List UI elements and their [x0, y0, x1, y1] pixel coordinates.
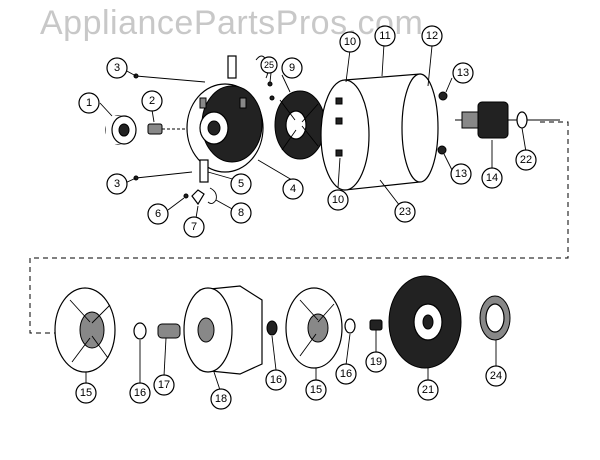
- part-24-gasket: [479, 295, 511, 341]
- callout-label: 19: [370, 356, 382, 368]
- callout-2: 2: [141, 90, 163, 112]
- callout-label: 13: [455, 168, 467, 180]
- callout-10-top: 10: [339, 31, 361, 53]
- callout-label: 14: [486, 172, 498, 184]
- part-9-fan: [274, 90, 326, 160]
- part-19-nut: [369, 319, 383, 331]
- callout-label: 24: [490, 370, 502, 382]
- assembly-path-line: [29, 121, 569, 334]
- callout-label: 1: [86, 97, 92, 109]
- callout-label: 22: [520, 154, 532, 166]
- callout-11: 11: [374, 25, 396, 47]
- callout-13-top: 13: [452, 62, 474, 84]
- part-18-impeller-housing: [183, 285, 263, 375]
- callout-label: 10: [332, 194, 344, 206]
- callout-label: 10: [344, 36, 356, 48]
- callout-label: 23: [399, 206, 411, 218]
- callout-label: 3: [114, 62, 120, 74]
- part-13-grommet-bottom: [437, 145, 447, 155]
- callout-label: 13: [457, 67, 469, 79]
- callout-24: 24: [485, 365, 507, 387]
- callout-3-bottom: 3: [106, 173, 128, 195]
- callout-label: 16: [134, 387, 146, 399]
- callout-label: 7: [191, 221, 197, 233]
- callout-18: 18: [210, 388, 232, 410]
- callout-7: 7: [183, 216, 205, 238]
- callout-label: 9: [289, 62, 295, 74]
- callout-1: 1: [78, 92, 100, 114]
- callout-25: 25: [260, 56, 278, 74]
- callout-label: 25: [264, 60, 274, 70]
- part-23-housing: [320, 73, 439, 191]
- callout-label: 16: [270, 374, 282, 386]
- callout-14: 14: [481, 167, 503, 189]
- callout-9: 9: [281, 57, 303, 79]
- callout-5: 5: [230, 173, 252, 195]
- part-3-screw-bottom: [133, 171, 193, 181]
- callout-15-left: 15: [75, 382, 97, 404]
- callout-label: 15: [80, 387, 92, 399]
- callout-16-c: 16: [335, 363, 357, 385]
- callout-label: 5: [238, 178, 244, 190]
- callout-13-bottom: 13: [450, 163, 472, 185]
- callout-16-a: 16: [129, 382, 151, 404]
- part-15-impeller-left: [54, 287, 116, 373]
- part-17-spacer: [157, 323, 181, 339]
- callout-label: 17: [158, 379, 170, 391]
- callout-10-bottom: 10: [327, 189, 349, 211]
- callout-label: 16: [340, 368, 352, 380]
- callout-label: 21: [422, 384, 434, 396]
- part-15-impeller-right: [285, 287, 343, 369]
- callout-8: 8: [230, 202, 252, 224]
- part-2-nut: [147, 123, 196, 135]
- part-16-washer-1: [133, 322, 147, 340]
- watermark-text: AppliancePartsPros.com: [40, 4, 424, 42]
- callout-4: 4: [282, 178, 304, 200]
- part-3-screw-top: [133, 73, 206, 83]
- callout-15-right: 15: [305, 379, 327, 401]
- callout-label: 12: [426, 30, 438, 42]
- part-1-bushing: [105, 115, 137, 145]
- callout-label: 3: [114, 178, 120, 190]
- part-4-end-bell: [186, 83, 264, 173]
- callout-label: 8: [238, 207, 244, 219]
- part-16-washer-2: [266, 320, 278, 336]
- callout-22: 22: [515, 149, 537, 171]
- callout-21: 21: [417, 379, 439, 401]
- callout-label: 18: [215, 393, 227, 405]
- callout-label: 2: [149, 95, 155, 107]
- callout-label: 6: [155, 208, 161, 220]
- part-14-armature: [455, 101, 560, 139]
- callout-6: 6: [147, 203, 169, 225]
- part-25-clip: [267, 81, 275, 101]
- leader-lines: [85, 43, 527, 391]
- callout-3-top: 3: [106, 57, 128, 79]
- callout-17: 17: [153, 374, 175, 396]
- part-16-washer-3: [344, 318, 356, 334]
- callout-16-b: 16: [265, 369, 287, 391]
- callout-label: 4: [290, 183, 296, 195]
- part-21-end-plate: [388, 275, 462, 369]
- callout-label: 15: [310, 384, 322, 396]
- callout-19: 19: [365, 351, 387, 373]
- part-13-grommet-top: [438, 91, 448, 101]
- callout-label: 11: [379, 30, 390, 42]
- callout-23: 23: [394, 201, 416, 223]
- part-5-brushes: [199, 55, 237, 183]
- callout-12: 12: [421, 25, 443, 47]
